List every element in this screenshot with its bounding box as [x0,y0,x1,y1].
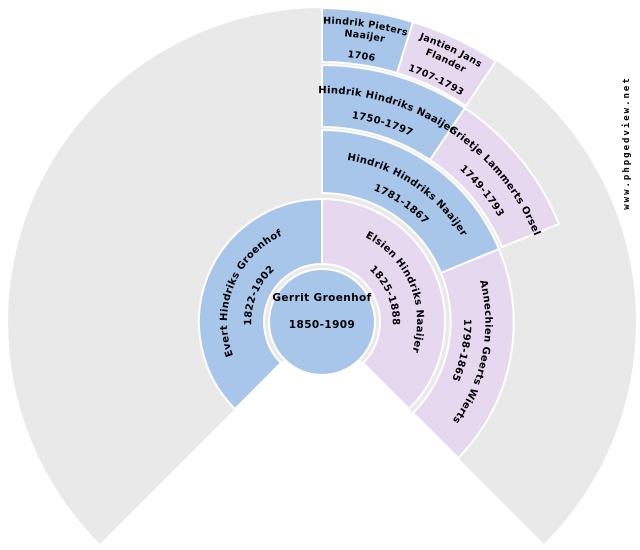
person-circle-center[interactable] [268,268,376,376]
center-person-years: 1850-1909 [289,319,355,331]
person-segment-maternal-grandmother[interactable] [412,248,515,459]
center-person-name: Gerrit Groenhof [272,292,371,304]
person-segment-father[interactable] [197,198,323,410]
person-segment-mother[interactable] [321,198,447,410]
person-segment-great-grandmother[interactable] [429,107,560,248]
gg-grandfather-years: 1706 [347,49,376,64]
person-segment-gg-grandmother[interactable] [396,21,497,107]
phpgedview-watermark: www.phpgedview.net [621,76,632,210]
